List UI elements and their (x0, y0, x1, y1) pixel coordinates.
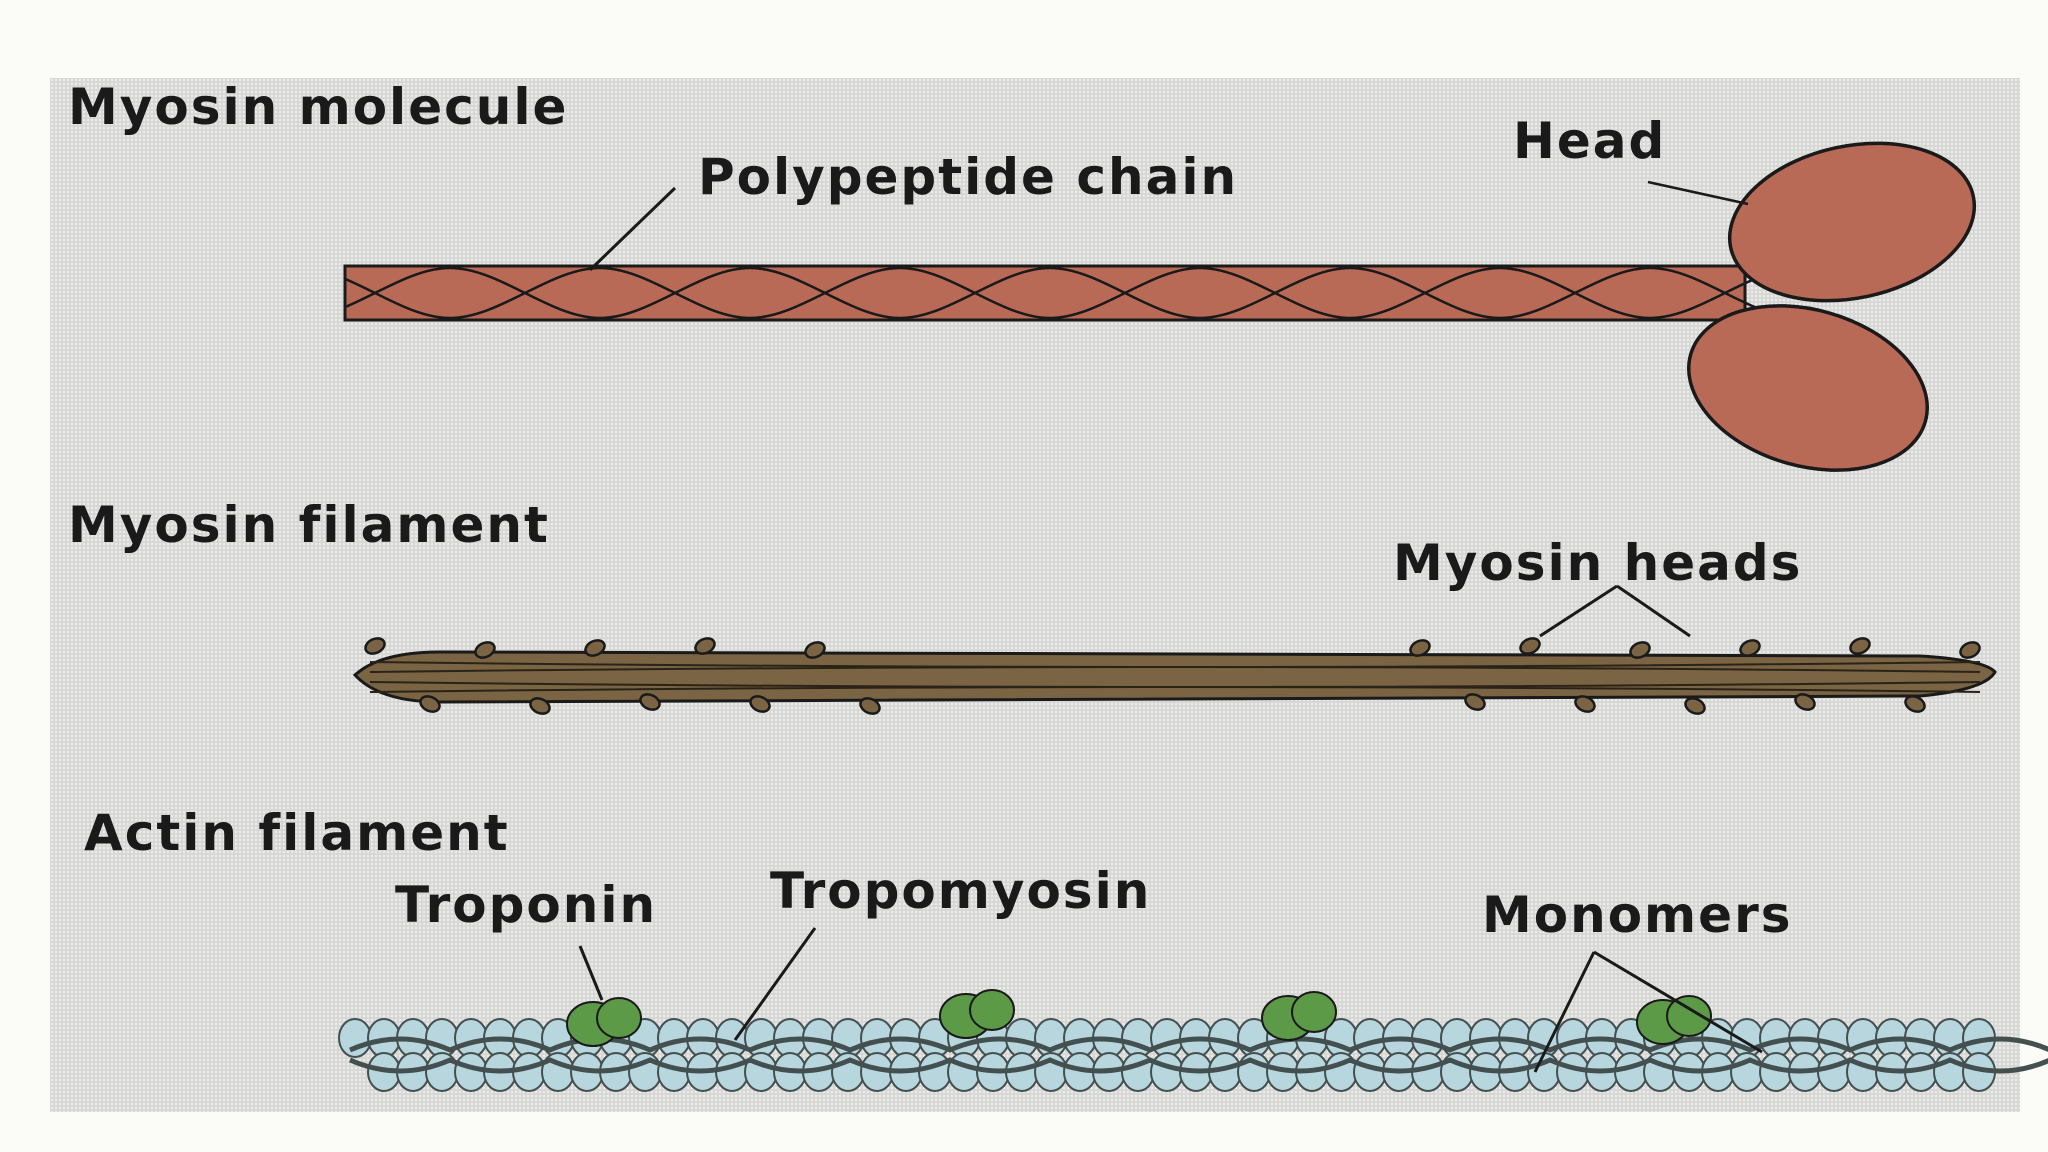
actin-monomer (339, 1019, 371, 1057)
troponin-leader (580, 946, 602, 1000)
polypeptide-chain-label: Polypeptide chain (698, 152, 1238, 202)
troponin-label: Troponin (395, 880, 657, 930)
myosin-heads-leader (1617, 586, 1690, 636)
myosin-filament-head (363, 635, 387, 656)
tropomyosin-leader (735, 928, 815, 1040)
head-label: Head (1513, 116, 1666, 166)
head-leader (1648, 182, 1748, 204)
actin-monomer (919, 1053, 951, 1091)
actin-monomer (629, 1053, 661, 1091)
myosin-molecule-label: Myosin molecule (68, 82, 568, 132)
actin-monomer (1441, 1053, 1473, 1091)
myosin-filament-body (355, 652, 1995, 702)
myosin-filament-head (1518, 635, 1542, 656)
actin-filament (339, 928, 2048, 1091)
myosin-filament-head (1848, 635, 1872, 656)
actin-monomer (1818, 1053, 1850, 1091)
myosin-filament-label: Myosin filament (68, 500, 550, 550)
myosin-head-upper (1715, 122, 1989, 322)
actin-monomer (1615, 1053, 1647, 1091)
myosin-heads-label: Myosin heads (1393, 538, 1802, 588)
monomers-label: Monomers (1482, 890, 1792, 940)
actin-monomer (1354, 1019, 1386, 1057)
actin-monomer (716, 1053, 748, 1091)
actin-monomer (1151, 1019, 1183, 1057)
actin-monomer (1151, 1053, 1183, 1091)
actin-monomer (1441, 1019, 1473, 1057)
actin-monomer (1528, 1053, 1560, 1091)
actin-monomer (1818, 1019, 1850, 1057)
myosin-filament-head (1958, 639, 1982, 660)
troponin-complex (597, 998, 641, 1038)
actin-monomer (1238, 1053, 1270, 1091)
troponin-complex (1292, 992, 1336, 1032)
polypeptide-chain-leader (590, 188, 675, 270)
actin-monomer (716, 1019, 748, 1057)
tropomyosin-label: Tropomyosin (770, 866, 1151, 916)
myosin-filament (355, 586, 1995, 717)
myosin-filament-head (1683, 695, 1707, 716)
myosin-heads-leader (1540, 586, 1617, 636)
actin-filament-label: Actin filament (84, 808, 510, 858)
troponin-complex (970, 990, 1014, 1030)
actin-monomer (1354, 1053, 1386, 1091)
